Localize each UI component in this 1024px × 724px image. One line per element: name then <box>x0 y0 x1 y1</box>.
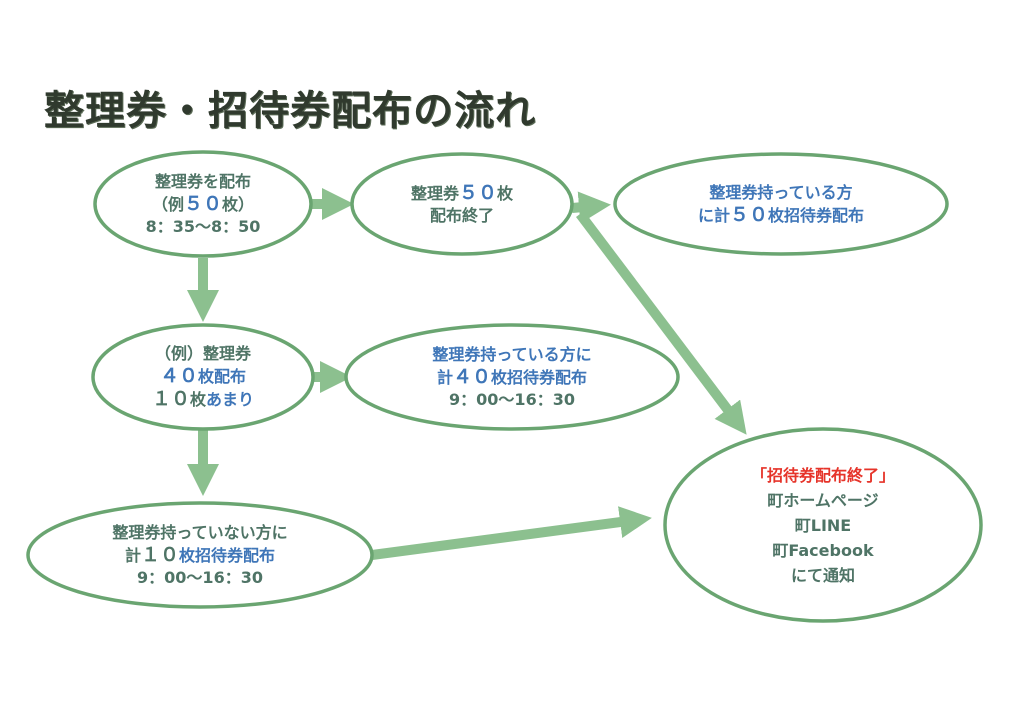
node-invite40-ellipse <box>344 323 680 431</box>
node-example40-line1: （例）整理券 <box>154 344 251 363</box>
node-invite10-line1: 整理券持っていない方に <box>112 522 288 542</box>
node-end50-line1: 整理券５０枚 <box>410 181 514 204</box>
node-invite40-line2: 計４０枚招待券配布 <box>436 365 588 388</box>
node-invite40-time: 9：00〜16：30 <box>449 389 575 409</box>
arrow-end50-to-finish <box>576 210 747 435</box>
node-example40: （例）整理券 ４０枚配布 １０枚あまり <box>103 335 303 419</box>
node-invite50-line2: に計５０枚招待券配布 <box>697 203 865 226</box>
node-end50-line2: 配布終了 <box>429 205 494 225</box>
node-invite50-ellipse <box>613 152 949 256</box>
node-invite50: 整理券持っている方 に計５０枚招待券配布 <box>631 174 931 234</box>
node-finish-line3: 町LINE <box>794 515 852 535</box>
node-example40-line3: １０枚あまり <box>151 388 255 410</box>
node-finish-line2: 町ホームページ <box>767 490 879 510</box>
node-finish-ellipse <box>663 427 983 623</box>
node-finish-line1: 「招待券配布終了」 <box>750 465 895 485</box>
node-example40-ellipse <box>91 323 315 431</box>
node-end50: 整理券５０枚 配布終了 <box>362 174 562 234</box>
node-distribute-line1: 整理券を配布 <box>154 171 251 191</box>
node-finish-line5: にて通知 <box>790 565 855 585</box>
node-finish-line4: 町Facebook <box>772 540 874 560</box>
node-distribute-time: 8：35〜8：50 <box>145 216 261 236</box>
node-finish: 「招待券配布終了」 町ホームページ 町LINE 町Facebook にて通知 <box>693 455 953 595</box>
node-distribute-line2: （例５０枚） <box>151 192 255 215</box>
arrow-invite10-to-finish <box>371 506 652 560</box>
node-end50-ellipse <box>350 152 574 256</box>
arrow-end50-to-invite50 <box>571 191 611 224</box>
node-example40-line2: ４０枚配布 <box>159 365 247 387</box>
node-invite10: 整理券持っていない方に 計１０枚招待券配布 9：00〜16：30 <box>45 518 355 592</box>
node-invite40: 整理券持っている方に 計４０枚招待券配布 9：00〜16：30 <box>362 340 662 414</box>
node-invite10-time: 9：00〜16：30 <box>137 567 263 587</box>
node-invite50-line1: 整理券持っている方 <box>709 182 853 202</box>
node-distribute-ellipse <box>93 150 313 258</box>
node-invite40-line1: 整理券持っている方に <box>432 344 592 364</box>
node-distribute: 整理券を配布 （例５０枚） 8：35〜8：50 <box>103 162 303 246</box>
page-title: 整理券・招待券配布の流れ <box>44 88 536 134</box>
node-invite10-ellipse <box>26 501 374 609</box>
node-invite10-line2: 計１０枚招待券配布 <box>124 543 276 566</box>
